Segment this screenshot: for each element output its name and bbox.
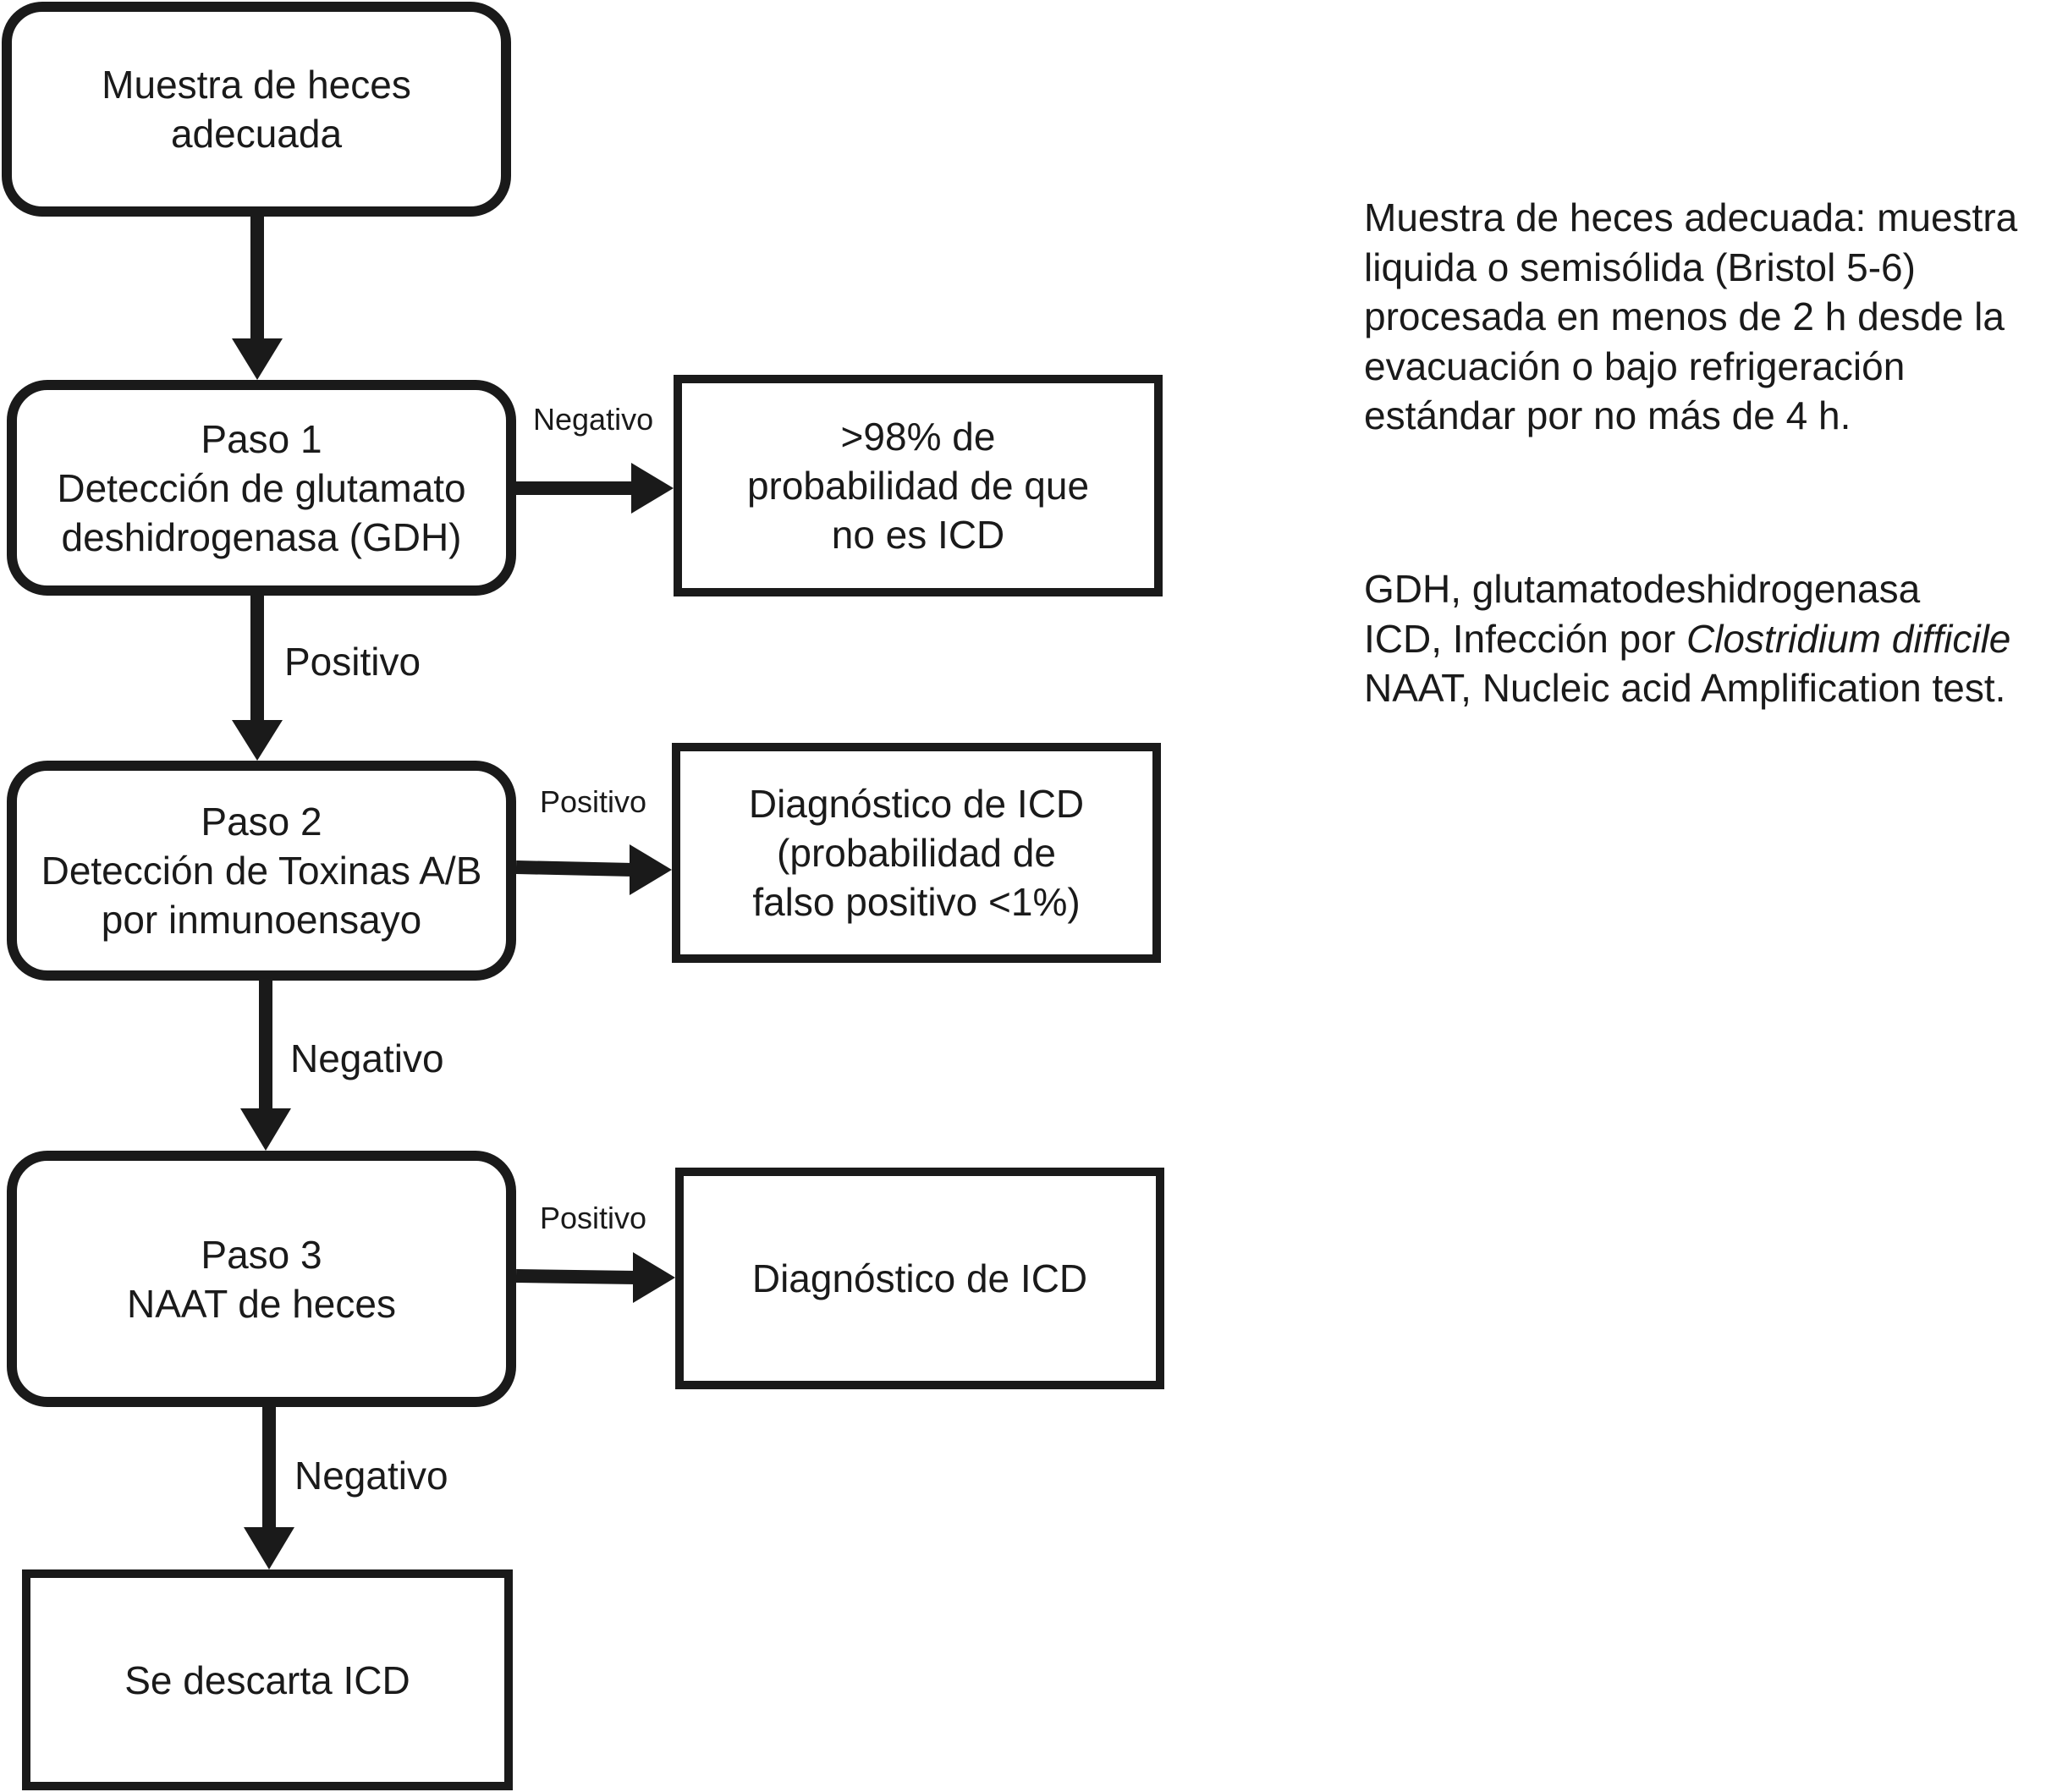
edge-label-step2-to-result2: Positivo — [540, 784, 647, 819]
node-step2-line-2: Detección de Toxinas A/B — [41, 849, 482, 893]
arrow-step2-to-step3 — [240, 979, 291, 1151]
node-step1-line-3: deshidrogenasa (GDH) — [61, 514, 462, 559]
node-step3-line-2: NAAT de heces — [127, 1281, 396, 1326]
node-step2: Paso 2 Detección de Toxinas A/B por inmu… — [7, 761, 516, 981]
edge-label-step1-to-result1: Negativo — [533, 402, 654, 437]
abbreviations-note: GDH, glutamatodeshidrogenasa ICD, Infecc… — [1364, 564, 2010, 713]
arrow-step3-to-result3 — [515, 1252, 675, 1303]
node-result2-line-2: (probabilidad de — [777, 831, 1056, 875]
arrow-step1-to-result1 — [516, 463, 674, 514]
node-result2-line-1: Diagnóstico de ICD — [748, 782, 1085, 826]
abbrev-icd-organism: Clostridium difficile — [1686, 616, 2011, 661]
definition-line-5: estándar por no más de 4 h. — [1364, 393, 1851, 437]
abbrev-gdh: GDH, glutamatodeshidrogenasa — [1364, 567, 1921, 611]
node-sample-line-1: Muestra de heces — [102, 63, 411, 107]
edge-label-step3-to-discard: Negativo — [294, 1454, 448, 1498]
arrow-step2-to-result2 — [515, 844, 672, 895]
node-discard: Se descarta ICD — [22, 1569, 513, 1790]
node-result2: Diagnóstico de ICD (probabilidad de fals… — [672, 743, 1161, 963]
node-step3: Paso 3 NAAT de heces — [7, 1151, 516, 1407]
node-result1-line-3: no es ICD — [831, 513, 1005, 557]
node-result2-line-3: falso positivo <1%) — [752, 880, 1081, 924]
definition-line-1: Muestra de heces adecuada: muestra — [1364, 195, 2018, 239]
node-step3-line-1: Paso 3 — [201, 1232, 322, 1277]
node-step2-line-1: Paso 2 — [201, 800, 322, 844]
abbrev-icd-prefix: ICD, Infección por — [1364, 616, 1686, 661]
arrow-step1-to-step2 — [232, 594, 283, 761]
node-discard-line-1: Se descarta ICD — [124, 1657, 410, 1702]
node-step2-line-3: por inmunoensayo — [101, 898, 422, 942]
definition-line-3: procesada en menos de 2 h desde la — [1364, 294, 2005, 338]
node-result1-line-2: probabilidad de que — [746, 464, 1090, 508]
arrow-step3-to-discard — [244, 1405, 294, 1569]
node-sample: Muestra de heces adecuada — [2, 2, 511, 217]
node-result1-line-1: >98% de — [840, 415, 996, 459]
node-result1: >98% de probabilidad de que no es ICD — [674, 375, 1163, 596]
abbrev-naat: NAAT, Nucleic acid Amplification test. — [1364, 666, 2006, 710]
definition-line-2: liquida o semisólida (Bristol 5-6) — [1364, 245, 1916, 289]
node-step1-line-2: Detección de glutamato — [57, 465, 466, 510]
definition-note: Muestra de heces adecuada: muestra liqui… — [1364, 193, 2017, 441]
arrow-sample-to-step1 — [232, 215, 283, 380]
edge-label-step1-to-step2: Positivo — [284, 640, 421, 684]
edge-label-step2-to-step3: Negativo — [290, 1036, 444, 1080]
definition-line-4: evacuación o bajo refrigeración — [1364, 344, 1906, 388]
node-result3-line-1: Diagnóstico de ICD — [751, 1256, 1088, 1300]
edge-label-step3-to-result3: Positivo — [540, 1201, 647, 1235]
node-step1: Paso 1 Detección de glutamato deshidroge… — [7, 380, 516, 596]
node-result3: Diagnóstico de ICD — [675, 1168, 1164, 1389]
node-sample-line-2: adecuada — [170, 112, 343, 156]
abbrev-icd: ICD, Infección por Clostridium difficile — [1364, 614, 2010, 664]
node-step1-line-1: Paso 1 — [201, 416, 322, 461]
